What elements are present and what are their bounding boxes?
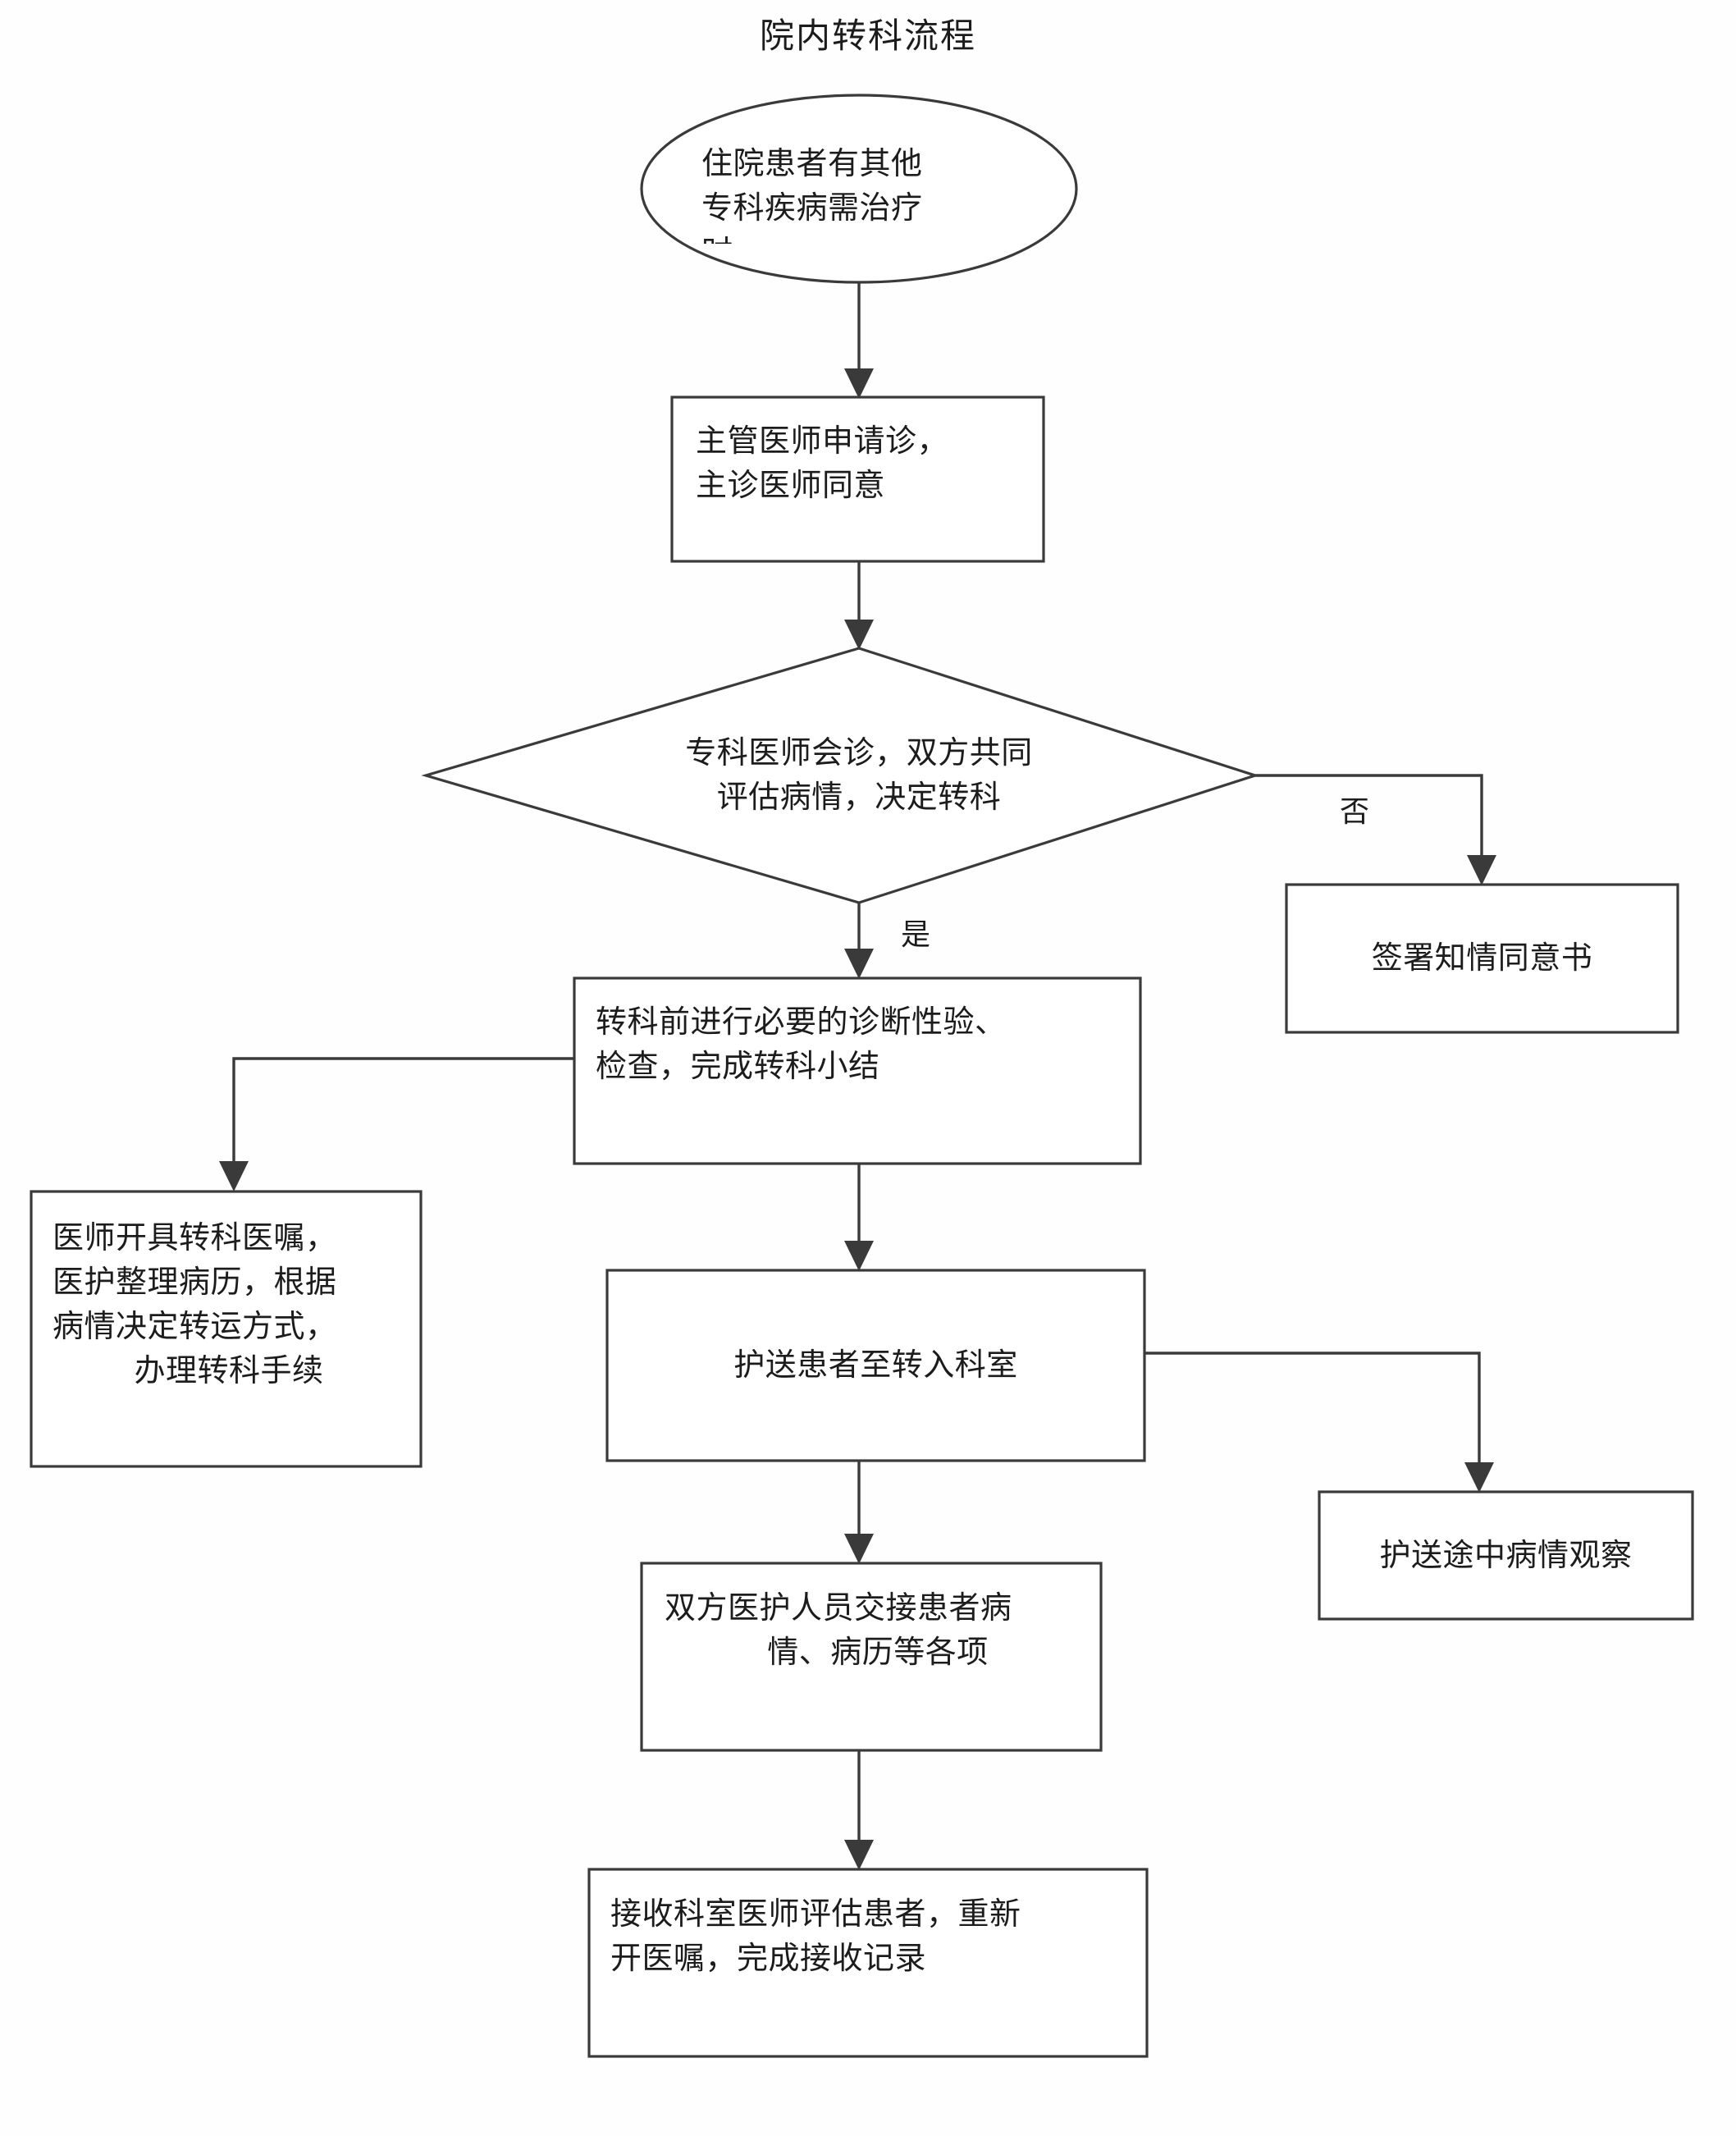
edge-label-no: 否: [1340, 795, 1371, 829]
shape-handover-rect[interactable]: [640, 1562, 1103, 1752]
shape-doctor-orders-rect[interactable]: [30, 1190, 423, 1468]
shape-receive-assess-rect[interactable]: [587, 1868, 1149, 2058]
arrowhead-apply-to-decision: [844, 620, 874, 650]
edge-label-yes: 是: [901, 918, 932, 952]
shape-observe-escort-rect[interactable]: [1318, 1490, 1694, 1621]
arrowhead-decision-yes: [844, 949, 874, 979]
arrowhead-escort-to-observe: [1464, 1462, 1494, 1493]
connector-escort-to-observe: [1144, 1352, 1481, 1476]
connector-exam-to-doctor-orders: [232, 1057, 574, 1175]
shape-informed-consent-rect[interactable]: [1285, 883, 1679, 1034]
arrowhead-exam-to-escort: [844, 1241, 874, 1271]
arrowhead-decision-no: [1467, 855, 1496, 885]
arrowhead-handover-to-receive: [844, 1840, 874, 1870]
page-title: 院内转科流程: [759, 16, 976, 56]
arrowhead-escort-to-handover: [844, 1534, 874, 1564]
shape-escort-patient-rect[interactable]: [605, 1269, 1146, 1462]
shape-pre-transfer-exam-rect[interactable]: [573, 977, 1142, 1165]
shape-apply-consult-rect[interactable]: [670, 396, 1045, 563]
connector-decision-no-to-consent: [1255, 774, 1483, 870]
arrowhead-exam-to-doctor-orders: [219, 1161, 249, 1191]
arrowhead-start-to-apply: [844, 368, 874, 399]
shape-start-ellipse[interactable]: [640, 94, 1078, 284]
shape-decision-diamond[interactable]: [421, 647, 1260, 904]
